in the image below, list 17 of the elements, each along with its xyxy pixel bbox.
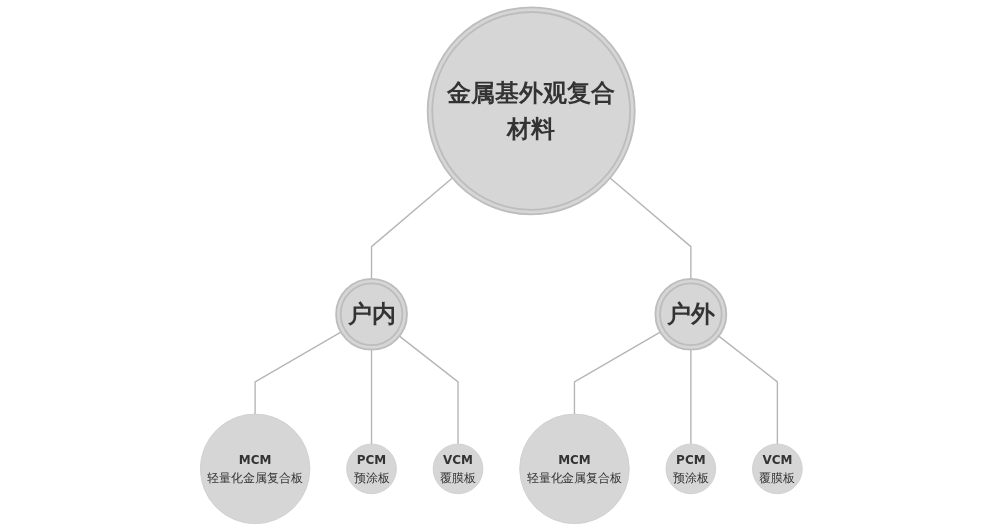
connector xyxy=(398,335,459,445)
connector xyxy=(370,349,372,445)
node-circle: PCM 预涂板 xyxy=(665,443,716,495)
node-circle: VCM 覆膜板 xyxy=(432,443,484,495)
node-circle: MCM 轻量化金属复合板 xyxy=(199,413,311,525)
node-circle: PCM 预涂板 xyxy=(345,443,397,495)
node-circle: MCM 轻量化金属复合板 xyxy=(518,413,630,525)
node-circle: 户外 xyxy=(654,277,727,351)
connector xyxy=(689,349,692,445)
connector xyxy=(573,331,661,415)
connector xyxy=(717,335,778,445)
connector xyxy=(370,177,453,280)
node-circle: 金属基外观复合材料 xyxy=(426,6,636,216)
connector xyxy=(254,331,342,415)
node-circle: 户内 xyxy=(334,277,408,351)
node-circle: VCM 覆膜板 xyxy=(751,443,803,495)
connector xyxy=(609,177,692,280)
